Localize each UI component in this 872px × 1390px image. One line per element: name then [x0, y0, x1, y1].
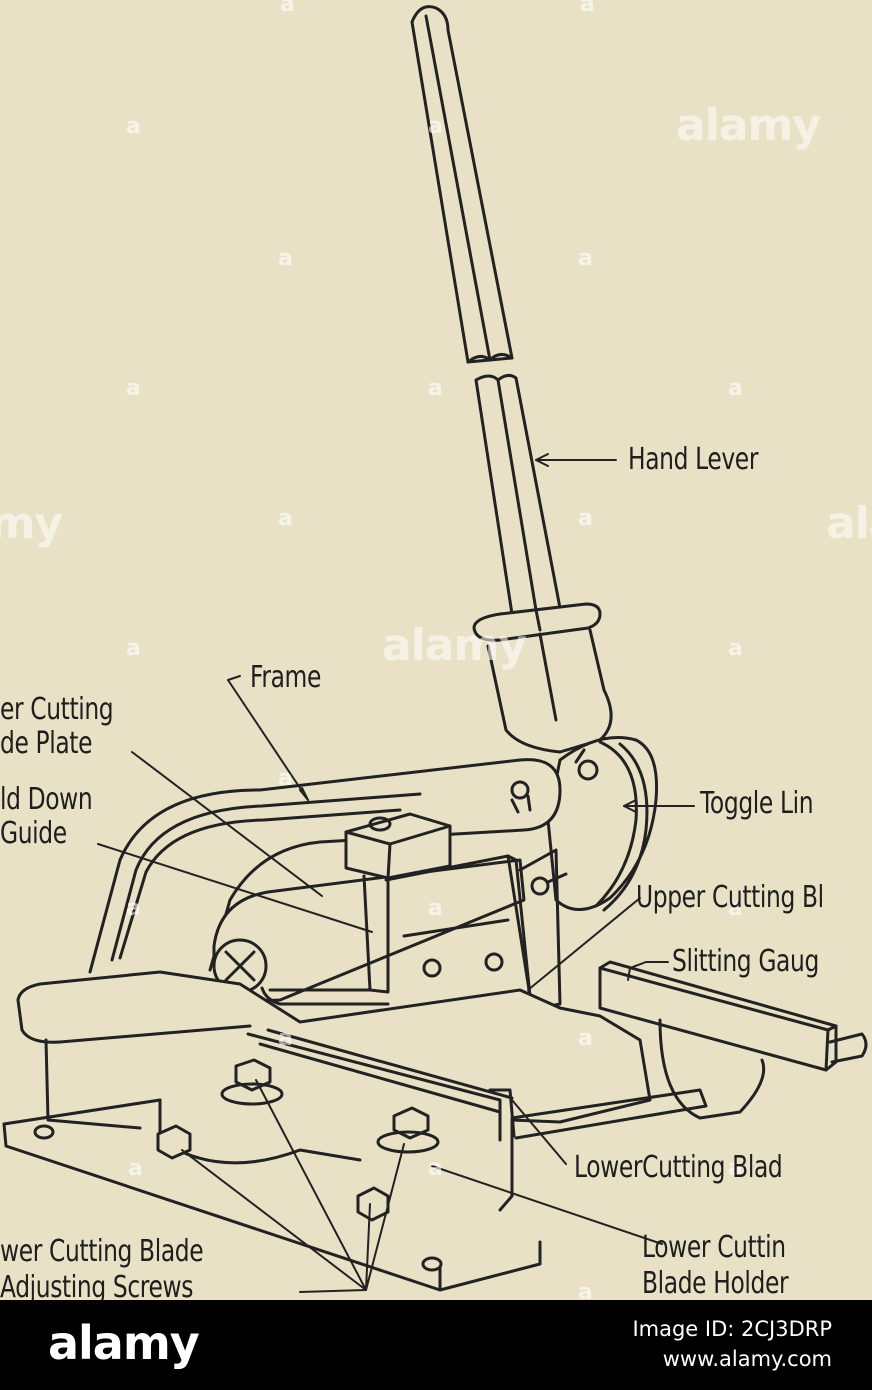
- label-hold-down-guide-1: ld Down: [0, 782, 93, 817]
- hand-lever: [410, 5, 613, 754]
- label-lower-cutting-blade: LowerCutting Blad: [574, 1150, 783, 1185]
- label-upper-cutting-blade-plate-2: de Plate: [0, 726, 93, 761]
- label-frame: Frame: [250, 660, 321, 695]
- label-upper-cutting-blade: Upper Cutting Bl: [636, 880, 824, 915]
- frame: [88, 758, 562, 1002]
- shear-machine-drawing: [2, 5, 868, 1293]
- footer-bar: alamy Image ID: 2CJ3DRP www.alamy.com: [0, 1300, 872, 1390]
- label-hold-down-guide-2: Guide: [0, 816, 67, 851]
- diagram-area: alamy alamy alamy alamy a a a a a a a a …: [0, 0, 872, 1300]
- label-upper-cutting-blade-plate-1: er Cutting: [0, 692, 114, 727]
- label-lower-cutting-blade-holder-2: Blade Holder: [642, 1266, 789, 1300]
- footer-info: Image ID: 2CJ3DRP www.alamy.com: [632, 1314, 832, 1374]
- image-id: Image ID: 2CJ3DRP: [632, 1317, 832, 1341]
- label-adjusting-screws-2: Adjusting Screws: [0, 1270, 194, 1300]
- watermark: alamy: [382, 620, 527, 671]
- leader-lines: [97, 453, 695, 1293]
- watermark: alamy: [826, 498, 872, 549]
- label-toggle-link: Toggle Lin: [700, 786, 814, 821]
- label-hand-lever: Hand Lever: [628, 442, 759, 477]
- footer-logo[interactable]: alamy: [48, 1316, 200, 1370]
- slitting-gauge: [510, 960, 868, 1140]
- base: [2, 970, 652, 1292]
- label-adjusting-screws-1: wer Cutting Blade: [0, 1234, 204, 1269]
- label-lower-cutting-blade-holder-1: Lower Cuttin: [642, 1230, 786, 1265]
- site-url[interactable]: www.alamy.com: [662, 1347, 832, 1371]
- watermark: alamy: [676, 100, 821, 151]
- watermark: alamy: [0, 498, 63, 549]
- label-slitting-gauge: Slitting Gaug: [672, 944, 819, 979]
- toggle-link: [530, 736, 659, 912]
